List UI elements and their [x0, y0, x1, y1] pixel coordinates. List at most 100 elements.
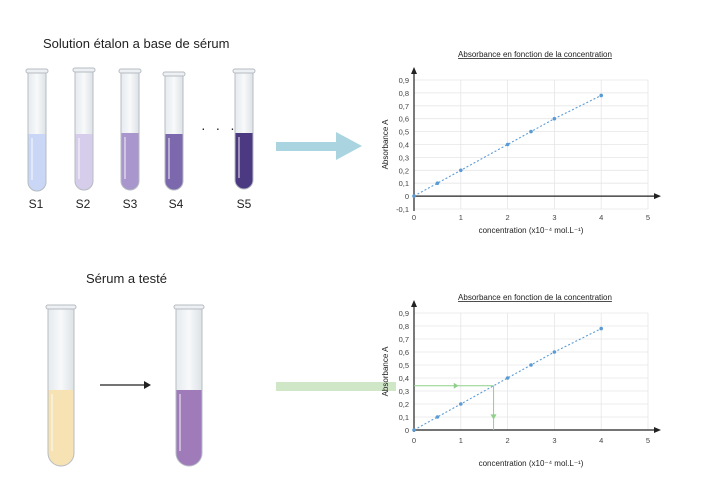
tube-s5: [232, 68, 256, 190]
tube-s3-outline: [120, 72, 140, 191]
reading-vertical-arrowhead: [490, 414, 497, 420]
y-tick-label: 0,7: [399, 102, 409, 111]
x-tick-label: 4: [599, 213, 603, 222]
serum-tube-before: [45, 304, 77, 467]
tube-s4-rim: [162, 71, 186, 77]
y-tick-label: 0,4: [399, 141, 409, 150]
y-tick-label: 0,9: [399, 309, 409, 318]
tube-s5-highlight: [238, 137, 240, 178]
tube-s1-rim: [25, 68, 49, 74]
data-point: [435, 181, 440, 185]
y-tick-label: 0,1: [399, 179, 409, 188]
tube-label-s2: S2: [75, 197, 91, 211]
data-point: [435, 415, 440, 419]
y-tick-label: 0,5: [399, 361, 409, 370]
tube-s3-liquid: [121, 133, 139, 190]
data-point: [412, 428, 416, 432]
x-axis-label: concentration (x10⁻⁴ mol.L⁻¹): [479, 226, 584, 235]
bottom-transfer-arrow: [276, 382, 396, 391]
tube-s5-rim: [232, 68, 256, 74]
y-tick-label: 0,8: [399, 322, 409, 331]
y-tick-label: 0,2: [399, 400, 409, 409]
serum-tube-before-outline: [47, 308, 75, 467]
data-point: [552, 116, 557, 121]
tube-s4-liquid: [165, 134, 183, 190]
serum-tube-after-highlight: [179, 394, 181, 451]
test-serum-heading: Sérum a testé: [86, 271, 167, 286]
x-axis-label: concentration (x10⁻⁴ mol.L⁻¹): [479, 459, 584, 468]
x-tick-label: 4: [599, 436, 603, 445]
y-axis-arrowhead: [411, 300, 417, 307]
tube-s4-outline: [164, 75, 184, 191]
tube-s1: [25, 68, 49, 192]
data-point: [459, 402, 463, 406]
tube-s3: [118, 68, 142, 191]
more-tubes-ellipsis: · · ·: [201, 120, 238, 136]
y-tick-label: 0,6: [399, 115, 409, 124]
serum-tube-before-liquid: [48, 390, 74, 466]
tube-s4-highlight: [168, 138, 170, 179]
serum-tube-before-highlight: [51, 394, 53, 451]
tube-s3-highlight: [124, 137, 126, 179]
calibration-chart: Absorbance en fonction de la concentrati…: [381, 50, 661, 235]
x-tick-label: 3: [552, 213, 556, 222]
x-tick-label: 3: [552, 436, 556, 445]
serum-tube-before-rim: [45, 304, 77, 310]
tube-label-s1: S1: [28, 197, 44, 211]
tube-s1-outline: [27, 72, 47, 192]
reading-horizontal-arrowhead: [453, 382, 459, 389]
tube-s2-rim: [72, 67, 96, 73]
y-tick-label: 0,5: [399, 128, 409, 137]
tube-s2-outline: [74, 71, 94, 191]
x-tick-label: 0: [412, 213, 416, 222]
data-point: [599, 93, 603, 98]
tube-s5-outline: [234, 72, 254, 190]
serum-tube-after-rim: [173, 304, 205, 310]
y-tick-label: 0,3: [399, 387, 409, 396]
data-point: [552, 350, 557, 354]
x-tick-label: 0: [412, 436, 416, 445]
data-point: [599, 326, 603, 331]
reading-chart: Absorbance en fonction de la concentrati…: [381, 293, 661, 468]
y-tick-label: 0,9: [399, 76, 409, 85]
tube-s1-highlight: [31, 138, 33, 180]
tube-label-s4: S4: [168, 197, 184, 211]
x-tick-label: 2: [506, 436, 510, 445]
y-tick-label: 0,6: [399, 348, 409, 357]
data-point: [505, 376, 510, 380]
y-tick-label: 0: [405, 426, 409, 435]
tube-s1-liquid: [28, 134, 46, 191]
y-axis-label: Absorbance A: [381, 346, 390, 396]
y-tick-label: 0,1: [399, 413, 409, 422]
y-tick-label: -0,1: [396, 205, 409, 214]
x-tick-label: 2: [506, 213, 510, 222]
tube-label-s3: S3: [122, 197, 138, 211]
y-axis-label: Absorbance A: [381, 119, 390, 169]
y-tick-label: 0: [405, 192, 409, 201]
standards-heading: Solution étalon a base de sérum: [43, 36, 230, 51]
data-point: [459, 168, 463, 173]
y-tick-label: 0,3: [399, 153, 409, 162]
tube-s2-liquid: [75, 134, 93, 190]
serum-tube-after-liquid: [176, 390, 202, 466]
tube-label-s5: S5: [236, 197, 252, 211]
x-tick-label: 5: [646, 436, 650, 445]
tube-s5-liquid: [235, 133, 253, 189]
chart-title: Absorbance en fonction de la concentrati…: [458, 293, 612, 302]
tube-s2: [72, 67, 96, 191]
x-axis-arrowhead: [654, 427, 661, 433]
y-tick-label: 0,4: [399, 374, 409, 383]
serum-tube-after-outline: [175, 308, 203, 467]
chart-title: Absorbance en fonction de la concentrati…: [458, 50, 612, 59]
serum-tube-after: [173, 304, 205, 467]
x-tick-label: 5: [646, 213, 650, 222]
x-tick-label: 1: [459, 213, 463, 222]
data-point: [529, 363, 533, 367]
tube-s4: [162, 71, 186, 191]
x-tick-label: 1: [459, 436, 463, 445]
y-tick-label: 0,2: [399, 166, 409, 175]
y-tick-label: 0,7: [399, 335, 409, 344]
top-transfer-arrow: [276, 132, 362, 160]
data-point: [412, 194, 416, 198]
